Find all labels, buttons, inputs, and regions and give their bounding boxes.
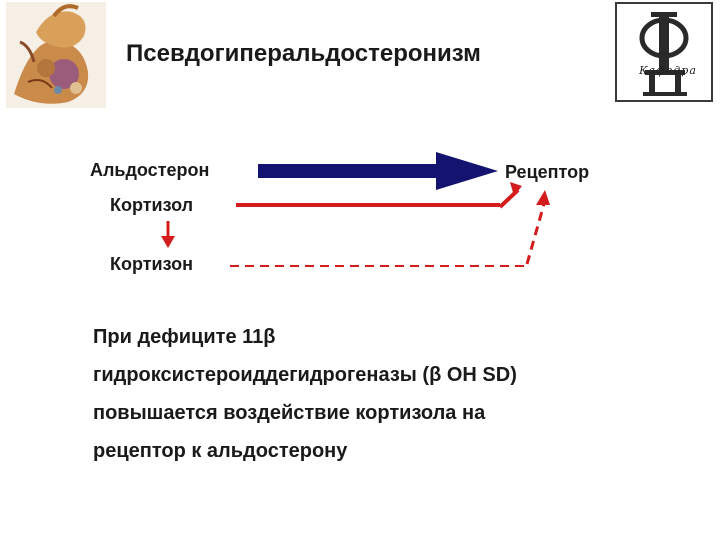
adrenal-gland-illustration <box>6 2 106 108</box>
explanation-line: При дефиците 11β <box>93 326 276 348</box>
cortisol-arrow <box>236 182 522 209</box>
explanation-line: рецептор к альдостерону <box>93 440 348 462</box>
aldosterone-label: Альдостерон <box>90 160 210 180</box>
conversion-arrow <box>161 221 175 248</box>
logo-word: Кафедра <box>639 64 697 77</box>
phi-kafedra-logo: Кафедра <box>615 2 713 102</box>
receptor-label: Рецептор <box>505 162 590 182</box>
explanation-line: повышается воздействие кортизола на <box>93 402 486 424</box>
page-title: Псевдогиперальдостеронизм <box>126 40 481 67</box>
explanation-line: гидроксистероиддегидрогеназы (β OH SD) <box>93 364 517 386</box>
explanation-text: При дефиците 11β гидроксистероиддегидрог… <box>93 318 693 470</box>
cortisol-label: Кортизол <box>110 195 194 215</box>
cortisone-label: Кортизон <box>110 254 193 274</box>
aldosterone-arrow <box>258 152 498 190</box>
cortisone-dashed-arrow <box>230 190 550 267</box>
